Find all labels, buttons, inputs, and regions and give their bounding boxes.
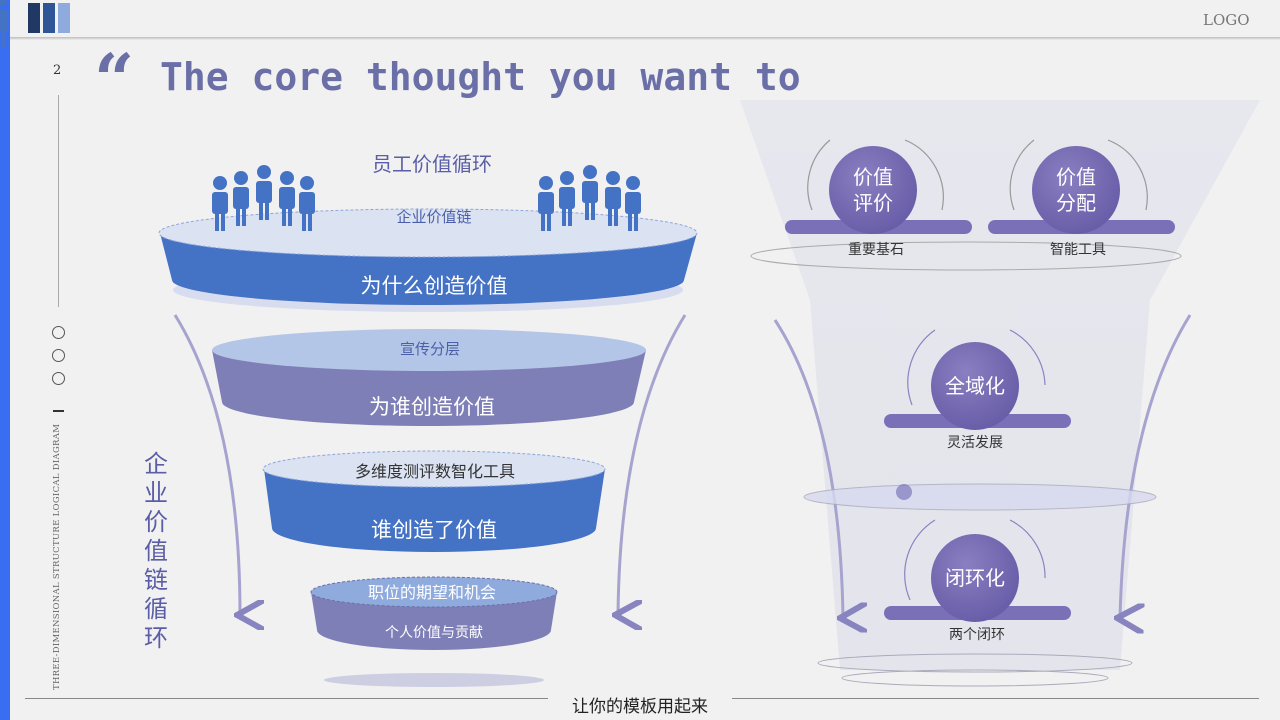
funnel-tier-3	[262, 450, 606, 552]
node-global: 全域化	[931, 342, 1019, 430]
tier-2-body: 为谁创造价值	[369, 395, 495, 419]
beam-arrow-right	[1120, 314, 1192, 618]
tier-3-top: 多维度测评数智化工具	[354, 462, 516, 481]
footer-line-right	[732, 698, 1259, 699]
funnel-tier-2	[212, 329, 646, 426]
platform-ring-top	[750, 241, 1182, 271]
tier-4-body: 个人价值与贡献	[385, 625, 483, 641]
quote-icon: “	[94, 38, 135, 121]
beam-arrow-left	[773, 319, 843, 618]
header-divider	[10, 37, 1280, 40]
tier-4-top: 职位的期望和机会	[367, 583, 497, 602]
logo-block-light	[58, 3, 70, 33]
funnel-arrow-left	[173, 314, 240, 615]
funnel-tier-1	[158, 208, 698, 312]
funnel-tier-4	[310, 576, 558, 687]
funnel-top-label: 员工价值循环	[372, 152, 492, 176]
logo-block-dark	[28, 3, 40, 33]
platform-ring-bottom	[817, 653, 1133, 673]
platform-disc-middle	[803, 483, 1157, 511]
node-caption: 重要基石	[848, 242, 904, 258]
footer-line-left	[25, 698, 548, 699]
funnel-arrow-right	[618, 314, 687, 615]
side-vertical-label: 企业价值链循环	[144, 450, 168, 652]
page-title: The core thought you want to	[160, 55, 801, 99]
glow-dot	[896, 484, 912, 500]
sidebar-dash	[53, 410, 64, 412]
people-icon-left	[0, 0, 8, 48]
tier-1-body: 为什么创造价值	[360, 274, 508, 298]
page-number: 2	[53, 63, 62, 78]
node-caption: 智能工具	[1050, 242, 1106, 258]
node-value-evaluation: 价值评价	[829, 146, 917, 234]
logo-text: LOGO	[1203, 11, 1250, 29]
cycle-arrows	[807, 139, 1148, 601]
sidebar-circle	[52, 349, 65, 362]
node-closed-loop: 闭环化	[931, 534, 1019, 622]
tier-1-top: 企业价值链	[396, 208, 472, 226]
node-caption: 灵活发展	[947, 435, 1003, 451]
sidebar-line-top	[58, 95, 59, 307]
footer-text: 让你的模板用起来	[572, 697, 708, 717]
logo-block-mid	[43, 3, 55, 33]
sidebar-circle	[52, 372, 65, 385]
left-accent-bar	[0, 0, 10, 720]
tier-3-body: 谁创造了价值	[371, 518, 497, 542]
node-caption: 两个闭环	[949, 627, 1005, 643]
tier-2-top: 宣传分层	[399, 340, 461, 358]
node-value-distribution: 价值分配	[1032, 146, 1120, 234]
sidebar-circle	[52, 326, 65, 339]
